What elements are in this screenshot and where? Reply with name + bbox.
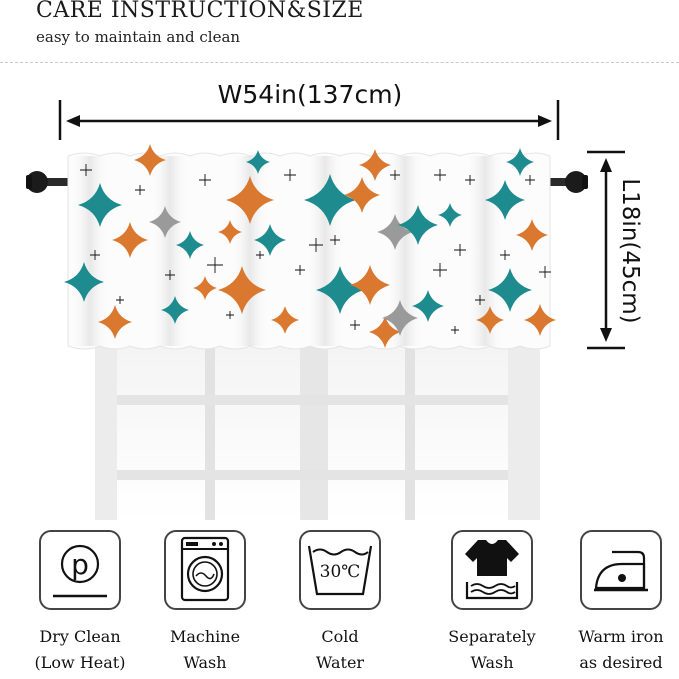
star-pattern-shape	[377, 214, 413, 250]
sparkle-pattern-shape	[451, 326, 459, 334]
star-pattern-shape	[98, 305, 132, 339]
star-pattern-shape	[438, 203, 462, 227]
care-label-line2: Wash	[470, 653, 514, 672]
sparkle-pattern-shape	[475, 295, 485, 305]
star-pattern-shape	[316, 266, 364, 314]
separate-wash-tshirt-icon	[451, 530, 533, 610]
star-pattern-shape	[485, 180, 525, 220]
star-pattern-shape	[176, 231, 204, 259]
sparkle-pattern-shape	[500, 250, 510, 260]
header-divider	[0, 62, 679, 63]
care-label-line1: Machine	[169, 627, 241, 646]
height-dimension-arrow	[587, 150, 625, 350]
sparkle-pattern-shape	[256, 251, 264, 259]
star-pattern-shape	[226, 176, 274, 224]
temperature-label: 30℃	[319, 562, 361, 582]
svg-text:p: p	[71, 548, 89, 581]
sparkle-pattern-shape	[434, 169, 446, 181]
sparkle-pattern-shape	[295, 265, 305, 275]
star-pattern-shape	[344, 177, 380, 213]
care-item-dry-clean: p Dry Clean (Low Heat)	[25, 530, 135, 676]
page-title: CARE INSTRUCTION&SIZE	[36, 0, 364, 23]
care-label-line2: Wash	[183, 653, 227, 672]
wash-tub-icon: 30℃	[299, 530, 381, 610]
star-pattern-shape	[516, 219, 548, 251]
star-pattern-shape	[476, 306, 504, 334]
sparkle-pattern-shape	[390, 170, 400, 180]
sparkle-pattern-shape	[284, 169, 296, 181]
star-pattern-shape	[369, 316, 401, 348]
sparkle-pattern-shape	[116, 296, 124, 304]
sparkle-pattern-shape	[80, 164, 92, 176]
sparkle-pattern-shape	[199, 174, 211, 186]
star-pattern-shape	[112, 222, 148, 258]
star-pattern-shape	[506, 148, 534, 176]
sparkle-pattern-shape	[165, 270, 175, 280]
star-pattern-shape	[359, 149, 391, 181]
washing-machine-icon	[164, 530, 246, 610]
star-pattern-shape	[193, 276, 217, 300]
sparkle-pattern-shape	[539, 266, 551, 278]
sparkle-pattern-shape	[207, 257, 223, 273]
care-item-warm-iron: Warm iron as desired	[566, 530, 676, 676]
star-pattern-shape	[218, 220, 242, 244]
height-label: L18in(45cm)	[617, 178, 643, 324]
window-frame	[95, 345, 540, 520]
width-label: W54in(137cm)	[217, 80, 403, 109]
star-pattern-shape	[64, 262, 104, 302]
care-label-line1: Separately	[448, 627, 536, 646]
star-pattern-shape	[246, 150, 270, 174]
width-dimension-arrow	[58, 100, 560, 140]
star-pattern-shape	[524, 304, 556, 336]
care-label-line2: Water	[315, 653, 365, 672]
sparkle-pattern-shape	[330, 235, 340, 245]
sparkle-pattern-shape	[433, 263, 447, 277]
star-pattern-shape	[488, 268, 532, 312]
sparkle-pattern-shape	[465, 175, 475, 185]
star-pattern-shape	[398, 205, 438, 245]
star-pattern-shape	[304, 174, 356, 226]
care-item-cold-water: 30℃ Cold Water	[285, 530, 395, 676]
page-subtitle: easy to maintain and clean	[36, 28, 241, 46]
care-item-separately-wash: Separately Wash	[437, 530, 547, 676]
star-pattern-shape	[218, 266, 266, 314]
star-pattern-shape	[78, 183, 122, 227]
star-pattern-shape	[412, 290, 444, 322]
care-label-line2: (Low Heat)	[34, 653, 126, 672]
sparkle-pattern-shape	[309, 238, 323, 252]
sparkle-pattern-shape	[135, 185, 145, 195]
sparkle-pattern-shape	[454, 244, 466, 256]
care-label-line1: Warm iron	[578, 627, 664, 646]
care-label-line1: Cold	[321, 627, 359, 646]
valance-curtain	[64, 144, 556, 350]
dry-clean-p-icon: p	[39, 530, 121, 610]
iron-icon	[580, 530, 662, 610]
sparkle-pattern-shape	[525, 175, 535, 185]
sparkle-pattern-shape	[350, 320, 360, 330]
product-illustration	[26, 100, 625, 520]
care-label-line2: as desired	[579, 653, 663, 672]
sparkle-pattern-shape	[90, 250, 100, 260]
star-pattern-shape	[254, 224, 286, 256]
star-pattern-shape	[161, 296, 189, 324]
star-pattern-shape	[350, 265, 390, 305]
star-pattern-shape	[134, 144, 166, 176]
care-label-line1: Dry Clean	[39, 627, 121, 646]
sparkle-pattern-shape	[226, 311, 234, 319]
star-pattern-shape	[271, 306, 299, 334]
star-pattern-shape	[382, 300, 418, 336]
care-item-machine-wash: Machine Wash	[150, 530, 260, 676]
star-pattern-shape	[149, 206, 181, 238]
